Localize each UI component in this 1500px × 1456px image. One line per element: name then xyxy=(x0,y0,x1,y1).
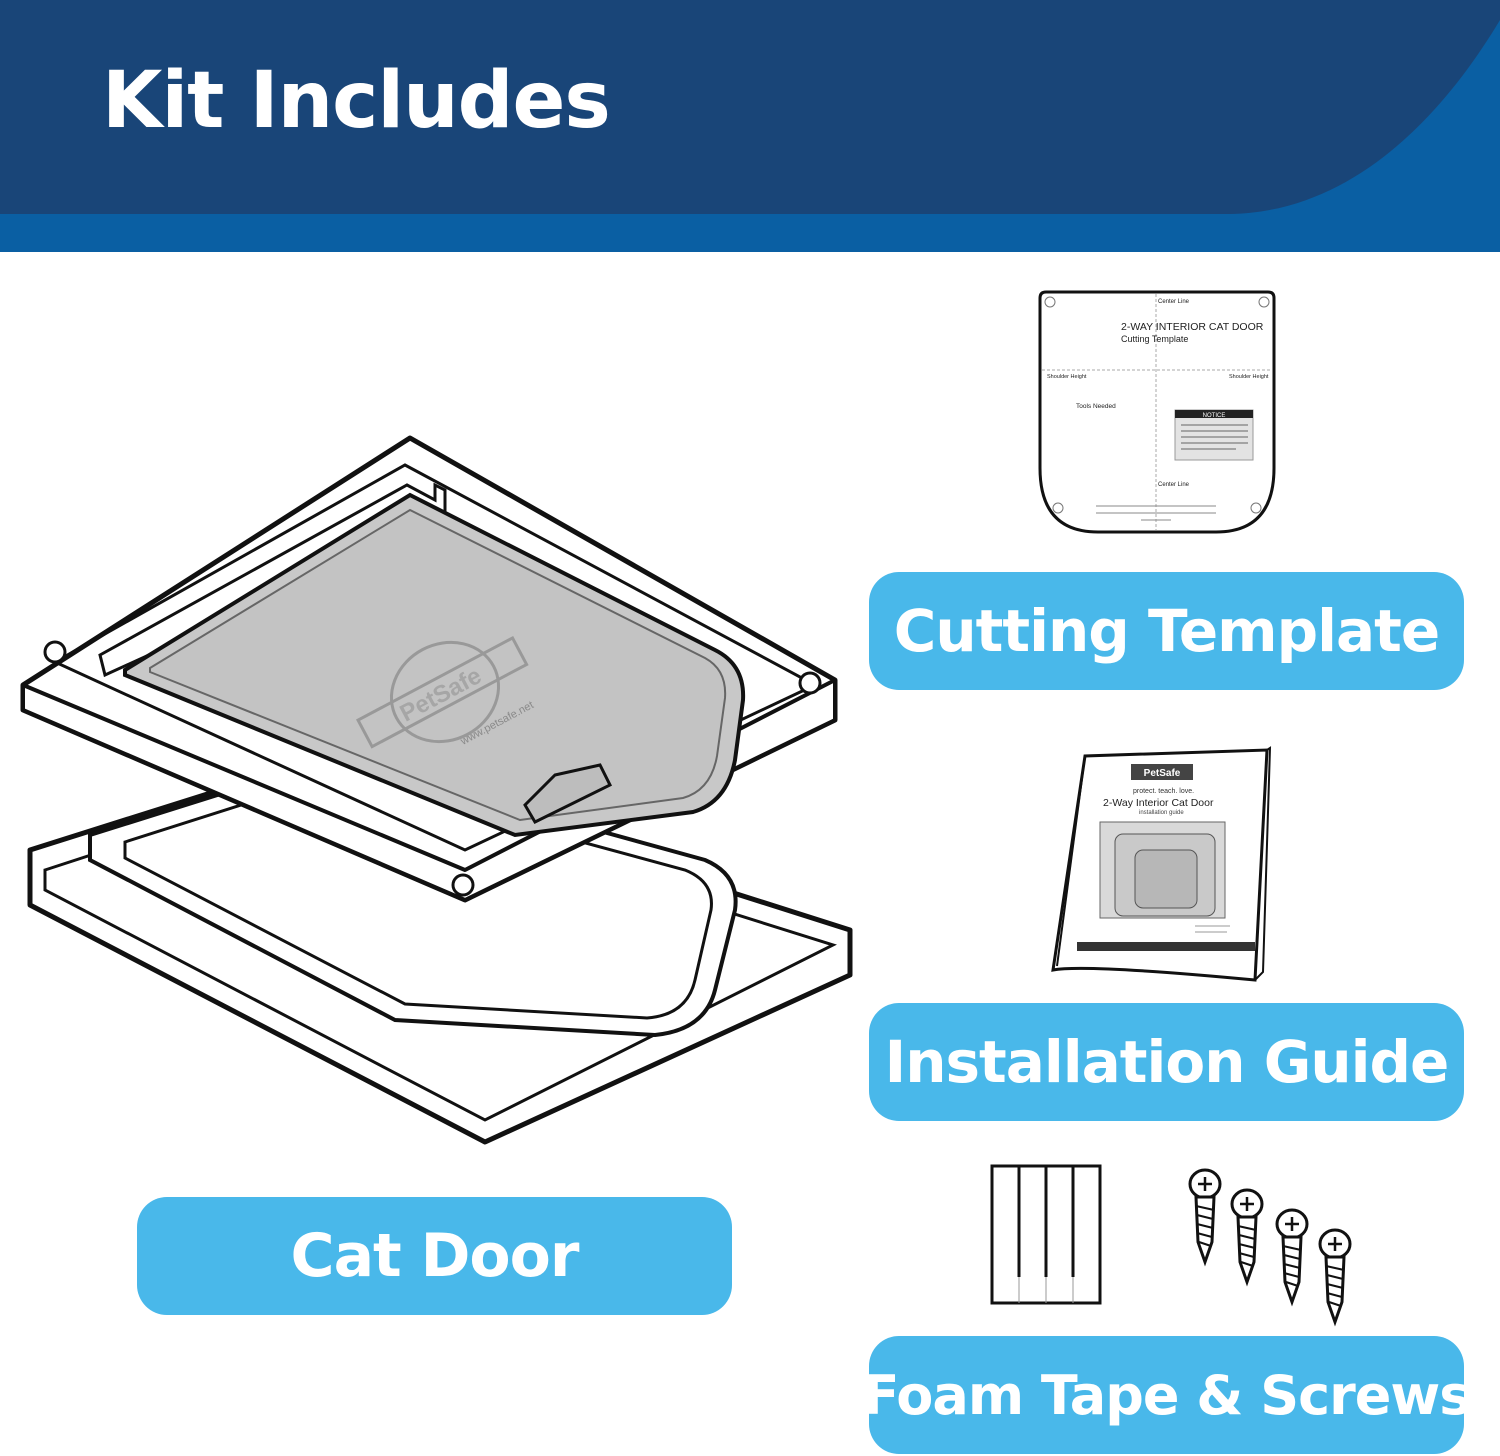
guide-title: 2-Way Interior Cat Door xyxy=(1103,797,1214,809)
guide-tagline: protect. teach. love. xyxy=(1133,788,1194,795)
cutting-template-illustration: Center Line 2-WAY INTERIOR CAT DOOR Cutt… xyxy=(1038,290,1276,534)
foam-tape-illustration xyxy=(990,1164,1102,1305)
template-notice: NOTICE xyxy=(1203,413,1226,419)
foam-tape-screws-label: Foam Tape & Screws xyxy=(863,1336,1471,1454)
template-center-line-bottom: Center Line xyxy=(1158,482,1190,488)
cat-door-label: Cat Door xyxy=(137,1197,732,1315)
screw-icon xyxy=(1275,1208,1309,1304)
screw-icon xyxy=(1188,1168,1222,1264)
installation-guide-label: Installation Guide xyxy=(869,1003,1464,1121)
cat-door-illustration: PetSafe www.petsafe.net xyxy=(20,435,853,1145)
template-subheading: Cutting Template xyxy=(1121,334,1188,344)
template-shoulder-left: Shoulder Height xyxy=(1047,374,1087,380)
screw-icon xyxy=(1318,1228,1352,1324)
screw-icon xyxy=(1230,1188,1264,1284)
guide-brand: PetSafe xyxy=(1144,768,1181,779)
template-heading: 2-WAY INTERIOR CAT DOOR xyxy=(1121,321,1264,333)
cutting-template-label: Cutting Template xyxy=(869,572,1464,690)
screws-illustration xyxy=(1188,1168,1352,1324)
guide-subtitle: installation guide xyxy=(1139,810,1184,816)
template-tools: Tools Needed xyxy=(1076,403,1116,410)
header-banner: Kit Includes xyxy=(0,0,1500,252)
template-center-line-top: Center Line xyxy=(1158,299,1190,305)
installation-guide-illustration: PetSafe protect. teach. love. 2-Way Inte… xyxy=(1051,746,1272,982)
template-shoulder-right: Shoulder Height xyxy=(1229,374,1269,380)
page-title: Kit Includes xyxy=(102,56,611,146)
